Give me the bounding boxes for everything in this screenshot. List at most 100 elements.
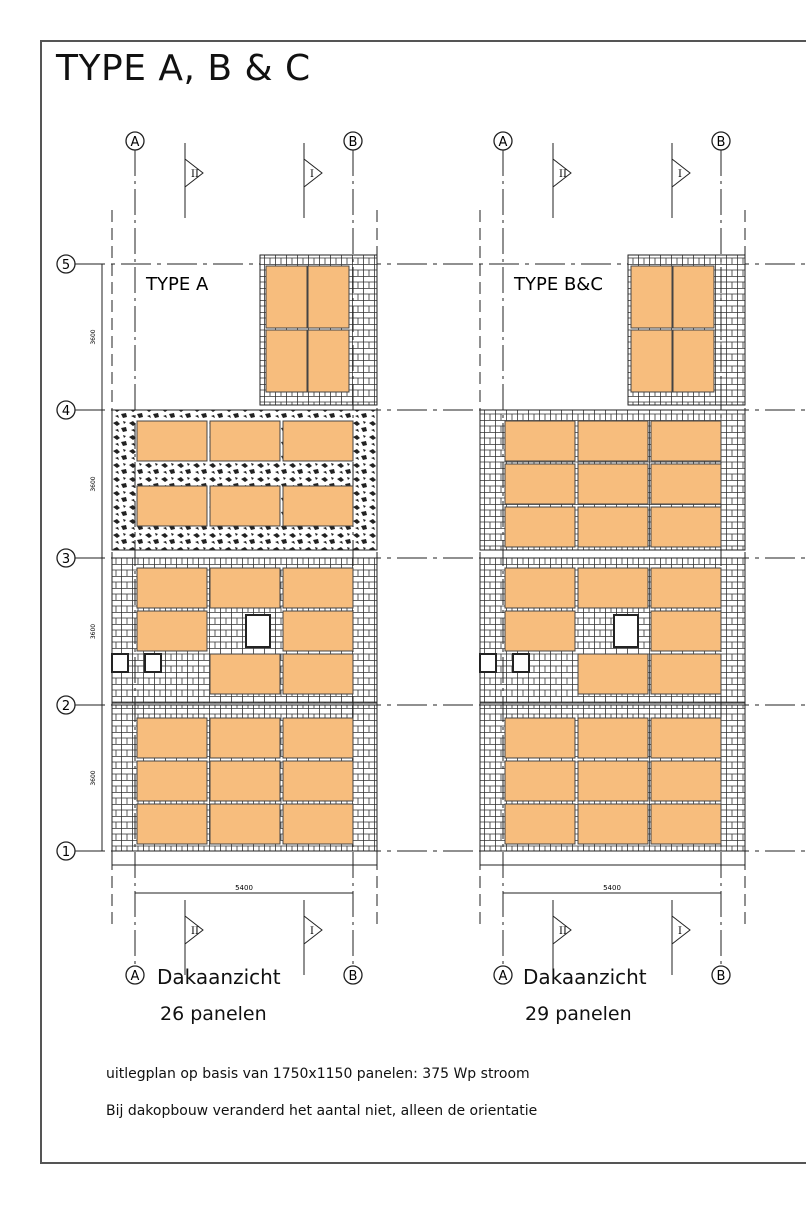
plan-a-section-I-top-label: I	[310, 169, 314, 180]
plan-bc-section-I-bottom-icon	[671, 914, 691, 946]
solar-panel	[650, 760, 722, 802]
solar-panel	[282, 420, 354, 462]
dimension-label: 5400	[603, 884, 621, 892]
solar-panel	[630, 265, 673, 329]
plan-a-type-label: TYPE A	[145, 274, 209, 295]
plan-bc-axis-B-bottom	[711, 965, 731, 985]
solar-panel	[282, 760, 354, 802]
solar-panel	[504, 610, 576, 652]
plan-a-axis-A-top-label: A	[131, 135, 140, 150]
plan-bc-section-II-top-label: II	[559, 169, 567, 180]
solar-panel	[209, 485, 281, 527]
solar-panel	[577, 463, 649, 505]
solar-panel	[650, 420, 722, 462]
plan-a-gutter	[111, 850, 378, 866]
plan-a-section-II-bottom-icon	[184, 914, 204, 946]
solar-panel	[282, 485, 354, 527]
plan-a-section-I-bottom-icon	[303, 914, 323, 946]
solar-panel	[577, 717, 649, 759]
solar-panel	[630, 329, 673, 393]
solar-panel	[265, 265, 308, 329]
plan-bc-section-II-bottom-icon	[552, 914, 572, 946]
dimension-label: 3600	[90, 624, 97, 639]
note-orientation: Bij dakopbouw veranderd het aantal niet,…	[106, 1103, 538, 1119]
solar-panel	[672, 265, 715, 329]
solar-panel	[650, 463, 722, 505]
solar-panel	[209, 420, 281, 462]
plan-a-section-II-bottom-label: II	[191, 926, 199, 937]
solar-panel	[577, 567, 649, 609]
solar-panel	[282, 567, 354, 609]
note-panel-basis: uitlegplan op basis van 1750x1150 panele…	[106, 1066, 530, 1082]
plan-a-axis-B-top-label: B	[349, 135, 358, 150]
page-title: TYPE A, B & C	[56, 48, 311, 89]
plan-bc-axis-A-bottom	[493, 965, 513, 985]
plan-bc-axis-B-top-label: B	[717, 135, 726, 150]
vent-icon	[512, 653, 530, 673]
dimension-label: 3600	[90, 770, 97, 785]
solar-panel	[209, 653, 281, 695]
solar-panel	[307, 329, 350, 393]
solar-panel	[504, 506, 576, 548]
solar-panel	[577, 420, 649, 462]
row-axis-3-label: 3	[62, 552, 70, 567]
row-axis-1-label: 1	[62, 845, 70, 860]
plan-a-axis-B-bottom	[343, 965, 363, 985]
vent-icon	[111, 653, 129, 673]
plan-a-axis-B-top	[343, 131, 363, 151]
solar-panel	[209, 760, 281, 802]
solar-panel	[265, 329, 308, 393]
solar-panel	[209, 803, 281, 845]
solar-panel	[577, 653, 649, 695]
dimension-label: 3600	[90, 476, 97, 491]
solar-panel	[307, 265, 350, 329]
dimension-label: 5400	[235, 884, 253, 892]
solar-panel	[650, 610, 722, 652]
plan-bc-section-I-bottom-label: I	[678, 926, 682, 937]
skylight-icon	[245, 614, 271, 648]
plan-a-axis-A-bottom	[125, 965, 145, 985]
skylight-icon	[613, 614, 639, 648]
row-axis-4-label: 4	[62, 404, 70, 419]
solar-panel	[504, 717, 576, 759]
solar-panel	[136, 485, 208, 527]
solar-panel	[209, 717, 281, 759]
plan-bc-section-II-top-icon	[552, 157, 572, 189]
plan-bc-panel-count: 29 panelen	[525, 1003, 632, 1025]
solar-panel	[136, 760, 208, 802]
solar-panel	[282, 610, 354, 652]
solar-panel	[136, 420, 208, 462]
vent-icon	[479, 653, 497, 673]
solar-panel	[282, 717, 354, 759]
plan-a-axis-B-bottom-label: B	[349, 969, 358, 984]
plan-a-section-I-top-icon	[303, 157, 323, 189]
solar-panel	[504, 567, 576, 609]
plan-a-section-II-top-icon	[184, 157, 204, 189]
solar-panel	[136, 567, 208, 609]
solar-panel	[504, 803, 576, 845]
plan-bc-axis-B-bottom-label: B	[717, 969, 726, 984]
plan-bc-gutter	[479, 850, 746, 866]
drawing-frame	[40, 40, 806, 1164]
solar-panel	[136, 803, 208, 845]
plan-bc-type-label: TYPE B&C	[513, 274, 603, 295]
solar-panel	[577, 760, 649, 802]
solar-panel	[504, 463, 576, 505]
plan-a-section-I-bottom-label: I	[310, 926, 314, 937]
plan-bc-section-I-top-label: I	[678, 169, 682, 180]
plan-bc-section-II-bottom-label: II	[559, 926, 567, 937]
plan-bc-section-I-top-icon	[671, 157, 691, 189]
solar-panel	[650, 653, 722, 695]
plan-bc-axis-A-top-label: A	[499, 135, 508, 150]
plan-a-panel-count: 26 panelen	[160, 1003, 267, 1025]
dimension-label: 3600	[90, 329, 97, 344]
plan-bc-axis-A-bottom-label: A	[499, 969, 508, 984]
solar-panel	[672, 329, 715, 393]
solar-panel	[282, 803, 354, 845]
plan-bc-axis-A-top	[493, 131, 513, 151]
solar-panel	[504, 420, 576, 462]
vent-icon	[144, 653, 162, 673]
row-axis-2-label: 2	[62, 699, 70, 714]
plan-bc-axis-B-top	[711, 131, 731, 151]
